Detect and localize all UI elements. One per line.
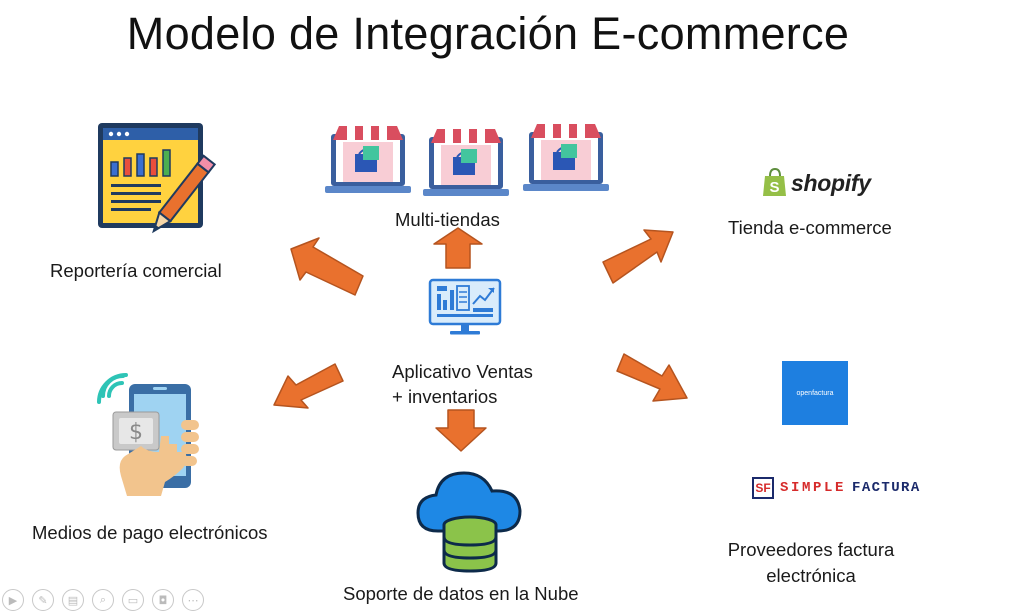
shopify-logo: shopify bbox=[791, 170, 871, 196]
invoicing-label-line2: electrónica bbox=[766, 565, 856, 586]
dashboard-monitor-icon bbox=[428, 278, 502, 335]
slides-icon[interactable]: ▤ bbox=[62, 589, 84, 611]
multistore-label: Multi-tiendas bbox=[395, 209, 500, 230]
play-icon[interactable]: ▶ bbox=[2, 589, 24, 611]
payments-label: Medios de pago electrónicos bbox=[32, 522, 268, 543]
more-icon[interactable]: ⋯ bbox=[182, 589, 204, 611]
report-chart-pencil-icon bbox=[98, 123, 217, 234]
arrow-to-invoicing bbox=[616, 353, 688, 402]
app-label-line2: + inventarios bbox=[392, 386, 498, 407]
pen-icon[interactable]: ✎ bbox=[32, 589, 54, 611]
shopify-bag-icon: S bbox=[763, 167, 786, 196]
simplefactura-mark: SF bbox=[752, 477, 774, 499]
simplefactura-word1: SIMPLE bbox=[780, 480, 847, 496]
simplefactura-word2: FACTURA bbox=[852, 480, 921, 496]
invoicing-label-line1: Proveedores factura bbox=[727, 539, 895, 560]
svg-text:S: S bbox=[769, 179, 779, 196]
arrow-to-multistore bbox=[433, 227, 483, 269]
zoom-icon[interactable]: ⌕ bbox=[92, 589, 114, 611]
mobile-payment-icon: $ bbox=[97, 373, 199, 496]
openfactura-logo: openfactura bbox=[782, 361, 848, 425]
simplefactura-logo: SF SIMPLE FACTURA bbox=[752, 477, 921, 499]
presenter-toolbar: ▶ ✎ ▤ ⌕ ▭ ◘ ⋯ bbox=[2, 589, 204, 611]
arrow-to-cloud bbox=[435, 409, 487, 452]
cloud-database-icon bbox=[416, 471, 522, 573]
app-label-line1: Aplicativo Ventas bbox=[392, 361, 533, 382]
shopify-label: Tienda e-commerce bbox=[728, 217, 892, 238]
reporting-label: Reportería comercial bbox=[50, 260, 222, 281]
arrow-to-reporting bbox=[290, 237, 364, 296]
svg-text:$: $ bbox=[129, 420, 143, 445]
camera-icon[interactable]: ◘ bbox=[152, 589, 174, 611]
arrow-to-payments bbox=[273, 363, 344, 409]
cloud-label: Soporte de datos en la Nube bbox=[343, 583, 579, 604]
page-title: Modelo de Integración E-commerce bbox=[126, 8, 850, 59]
openfactura-logo-text: openfactura bbox=[796, 389, 834, 397]
subtitles-icon[interactable]: ▭ bbox=[122, 589, 144, 611]
arrow-to-shopify bbox=[602, 229, 674, 284]
